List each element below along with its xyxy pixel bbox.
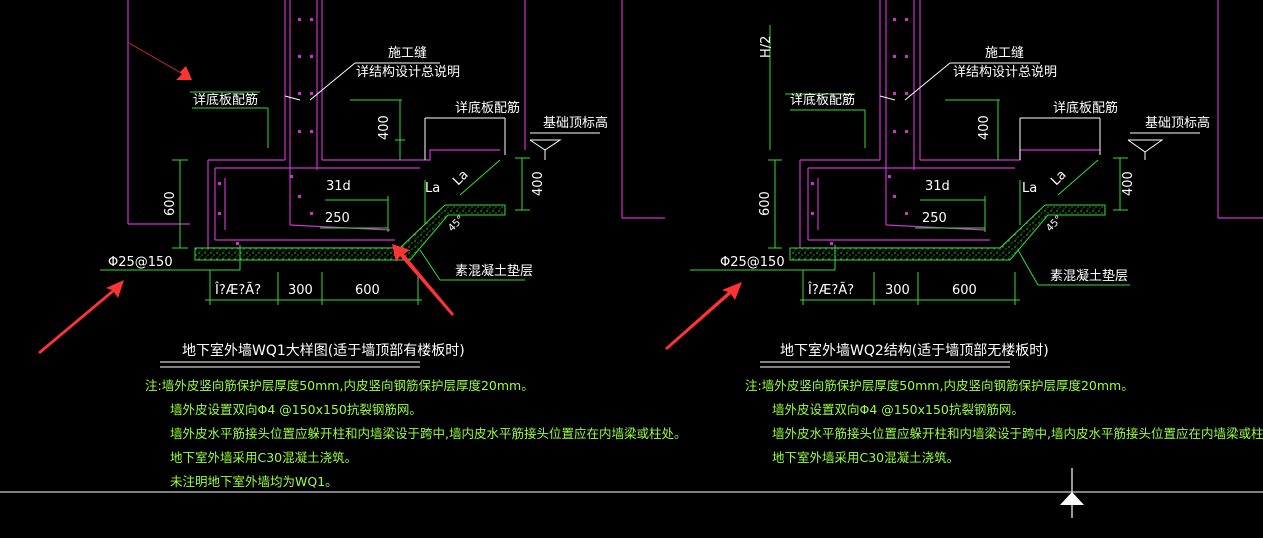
leader-lines — [284, 62, 600, 160]
bottom-rebar-left-label: 详底板配筋 — [193, 92, 258, 108]
bottom-rebar-left-label: 详底板配筋 — [790, 92, 855, 108]
dimension-400-right: 400 — [531, 171, 546, 196]
lap-31d-label: 31d — [925, 179, 950, 194]
plain-concrete-label: 素混凝土垫层 — [1050, 268, 1128, 284]
dimension-300: 300 — [288, 283, 313, 298]
dimension-lines — [100, 91, 530, 305]
dimension-lines — [690, 25, 1130, 305]
rebar-dots — [218, 18, 313, 245]
foundation-top-label: 基础顶标高 — [543, 115, 608, 131]
plain-concrete-pad — [194, 204, 506, 261]
dimension-600-left: 600 — [758, 191, 773, 216]
note-line: 地下室外墙采用C30混凝土浇筑。 — [170, 450, 357, 465]
angle-45-label: 45° — [446, 214, 466, 234]
see-general-notes-label: 详结构设计总说明 — [356, 65, 460, 80]
lap-250-label: 250 — [922, 211, 947, 226]
red-arrow — [128, 42, 192, 80]
dimension-300: 300 — [885, 283, 910, 298]
plain-concrete-pad — [789, 204, 1106, 261]
lap-31d-label: 31d — [326, 179, 351, 194]
plain-concrete-label: 素混凝土垫层 — [455, 263, 533, 279]
dimension-garbled: Î?Æ?Ã? — [214, 282, 261, 298]
la-label-1: La — [425, 181, 440, 196]
wall-detail-wq2: H/2 施工缝 详结构设计总说明 详底板配筋 详底板配筋 基础顶标高 400 4… — [621, 0, 1263, 465]
angle-45-label: 45° — [1044, 214, 1064, 234]
bottom-rebar-right-label: 详底板配筋 — [455, 100, 520, 116]
note-line: 注:墙外皮竖向筋保护层厚度50mm,内皮竖向钢筋保护层厚度20mm。 — [745, 378, 1134, 393]
la-label-2: La — [450, 167, 471, 188]
note-line: 地下室外墙采用C30混凝土浇筑。 — [772, 450, 959, 465]
la-label-2: La — [1048, 167, 1069, 188]
foundation-top-label: 基础顶标高 — [1145, 115, 1210, 131]
crosshair-cursor-icon[interactable] — [1060, 468, 1084, 518]
red-arrow — [392, 244, 454, 316]
note-line: 注:墙外皮竖向筋保护层厚度50mm,内皮竖向钢筋保护层厚度20mm。 — [145, 378, 534, 393]
note-line: 墙外皮设置双向Φ4 @150x150抗裂钢筋网。 — [170, 402, 422, 417]
bottom-rebar-right-label: 详底板配筋 — [1053, 100, 1118, 116]
red-arrow — [665, 282, 742, 350]
lap-250-label: 250 — [325, 211, 350, 226]
see-general-notes-label: 详结构设计总说明 — [953, 65, 1057, 80]
leader-lines — [879, 62, 1200, 160]
dimension-600-bottom: 600 — [952, 283, 977, 298]
dimension-400-top: 400 — [977, 115, 992, 140]
construction-joint-label: 施工缝 — [388, 46, 427, 61]
wall-detail-wq1: 施工缝 详结构设计总说明 详底板配筋 详底板配筋 基础顶标高 400 400 6… — [38, 0, 686, 489]
detail-title: 地下室外墙WQ1大样图(适于墙顶部有楼板时) — [182, 342, 465, 359]
rebar-spec-label: Φ25@150 — [108, 255, 173, 270]
note-line: 墙外皮水平筋接头位置应躲开柱和内墙梁设于跨中,墙内皮水平筋接头位置应在内墙梁或柱… — [772, 426, 1263, 441]
note-line: 墙外皮设置双向Φ4 @150x150抗裂钢筋网。 — [772, 402, 1024, 417]
note-line: 未注明地下室外墙均为WQ1。 — [170, 474, 338, 489]
construction-joint-label: 施工缝 — [985, 46, 1024, 61]
la-label-1: La — [1022, 181, 1037, 196]
note-line: 墙外皮水平筋接头位置应躲开柱和内墙梁设于跨中,墙内皮水平筋接头位置应在内墙梁或柱… — [170, 426, 686, 441]
dimension-600-bottom: 600 — [355, 283, 380, 298]
detail-title: 地下室外墙WQ2结构(适于墙顶部无楼板时) — [780, 342, 1049, 359]
dimension-400-top: 400 — [377, 115, 392, 140]
dimension-600-left: 600 — [163, 191, 178, 216]
height-h2-label: H/2 — [759, 36, 774, 58]
rebar-spec-label: Φ25@150 — [720, 255, 785, 270]
red-arrow — [38, 280, 124, 354]
dimension-garbled: Î?Æ?Ã? — [807, 282, 854, 298]
rebar-dots — [811, 18, 908, 245]
dimension-400-right: 400 — [1121, 171, 1136, 196]
